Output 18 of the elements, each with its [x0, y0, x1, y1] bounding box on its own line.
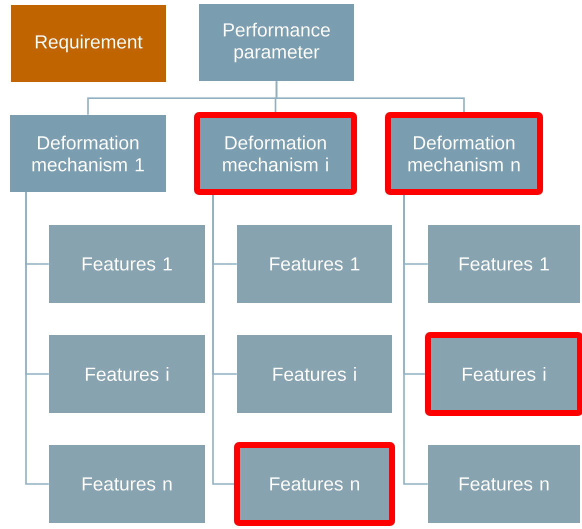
process-box: Features i [49, 335, 205, 413]
process-box: Features 1 [49, 225, 205, 303]
process-box: Features n [428, 445, 580, 523]
highlighted-box: Features i [425, 332, 582, 416]
process-box: Features n [49, 445, 205, 523]
connector-line [25, 192, 49, 485]
process-box: Performance parameter [199, 4, 354, 81]
process-box: Features 1 [428, 225, 580, 303]
process-box: Requirement [11, 5, 166, 82]
process-box: Features i [237, 335, 392, 413]
highlighted-box: Deformation mechanism n [385, 112, 543, 195]
connector-line [403, 195, 428, 485]
connector-line [276, 81, 465, 112]
process-box: Features 1 [237, 225, 392, 303]
highlighted-box: Deformation mechanism i [194, 112, 357, 195]
connector-line [212, 195, 234, 485]
process-box: Deformation mechanism 1 [10, 115, 166, 192]
highlighted-box: Features n [234, 442, 395, 526]
